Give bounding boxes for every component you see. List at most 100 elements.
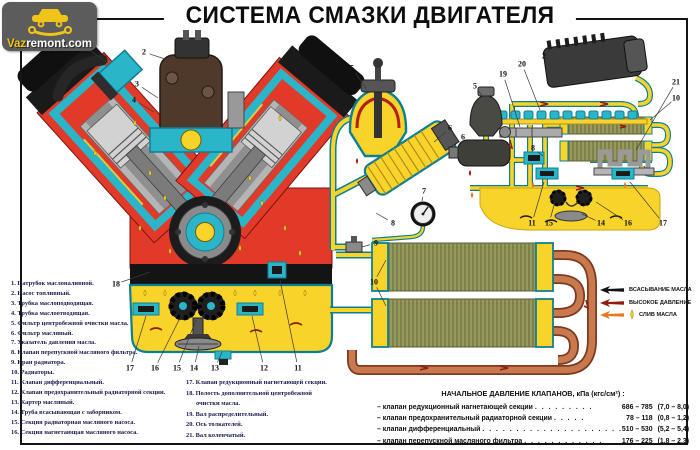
callout-leader-line [595,201,624,221]
callout-leader-line [138,102,155,113]
schematic-oil-filter [448,139,511,176]
parts-list-item: 11. Клапан дифференциальный. [11,379,104,387]
site-logo[interactable]: Vazremont.com [2,2,97,51]
pressure-table-row: – клапан дифференциальный. . . . . . . .… [377,424,689,435]
callout-leader-line [178,319,197,363]
pressure-row-value: 686 – 785 [621,404,653,411]
callout-leader-line [478,90,484,98]
callout-number: 14 [597,219,605,228]
radiator-core-bottom [371,298,554,348]
pressure-row-alt-value: (0,8 – 1,2) [657,415,689,423]
pressure-row-dots: . . . . . . . . . . . . [524,437,603,445]
callout-leader-line [533,181,545,218]
legend-row: ВЫСОКОЕ ДАВЛЕНИЕ [599,297,695,310]
callout-leader-line [537,151,544,157]
parts-list-item: 2. Насос топливный. [11,289,71,297]
parts-list-item: 21. Вал коленчатый. [186,431,246,439]
pressure-row-dots: . . . . . . . . . . . . . . . . . . . . … [482,426,622,434]
schematic-radiator [559,116,674,177]
pressure-gauge [371,201,436,243]
parts-list-item: 16. Секция нагнетающая масляного насоса. [11,428,138,436]
parts-list-item: 4. Трубка маслоотводящая. [11,309,90,317]
callout-number: 8 [531,144,535,153]
pressure-table-title: НАЧАЛЬНОЕ ДАВЛЕНИЕ КЛАПАНОВ, кПа (кгс/см… [441,389,625,398]
suction-strainer [174,317,222,351]
parts-list-item: 12. Клапан предохранительный радиаторной… [11,388,166,396]
callout-number: 7 [422,187,426,196]
callout-leader-line [141,87,159,99]
callout-leader-line [504,79,521,128]
pressure-row-alt-value: (1,8 – 2,3) [657,437,689,445]
pressure-row-alt-value: (5,2 – 5,4) [657,426,689,434]
callout-number: 20 [518,60,526,69]
parts-list-item: 8. Клапан перепускной масляного фильтра. [11,349,138,357]
pressure-row-value: 510 – 530 [621,426,653,434]
callout-leader-line [421,196,424,202]
callout-leader-line [376,287,387,307]
callout-number: 12 [260,364,268,373]
callout-leader-line [251,315,263,363]
parts-list-item: 9. Кран радиатора. [11,359,66,367]
callout-leader-line [376,259,387,277]
callout-number: 21 [672,78,680,87]
centrifugal-filter [348,58,408,164]
callout-number: 19 [499,70,507,79]
callout-number: 5 [473,82,477,91]
flow-arrows [149,322,303,333]
callout-leader-line [466,141,471,147]
callout-leader-line [635,86,674,151]
parts-list-item: 7. Указатель давления масла. [11,339,96,347]
callout-number: 10 [672,94,680,103]
callout-number: 16 [624,219,632,228]
pressure-table-row: – клапан предохранительный радиаторной с… [377,413,689,424]
legend-row: СЛИВ МАСЛА [599,309,695,322]
pressure-row-label: – клапан предохранительный радиаторной с… [377,415,552,423]
pressure-row-value: 176 – 225 [621,437,653,445]
legend-row: ВСАСЫВАНИЕ МАСЛА [599,284,695,297]
oil-drop-icon [630,310,634,320]
callout-leader-line [194,345,200,363]
callout-leader-line [550,201,556,218]
callout-leader-line [361,244,371,248]
pressure-row-label: – клапан дифференциальный [377,426,481,434]
pressure-row-dots: . . . . . [554,415,585,423]
parts-list-left: 1. Патрубок маслоналивной.2. Насос топли… [11,279,183,438]
pressure-row-label: – клапан перепускной масляного фильтра [377,437,523,445]
callout-leader-line [149,53,169,61]
logo-text: Vazremont.com [7,38,93,50]
parts-list-item: 10. Радиаторы. [11,369,55,377]
callout-leader-line [523,69,541,111]
callout-number: 13 [211,364,219,373]
callout-number: 11 [528,219,536,228]
callout-number: 2 [142,48,146,57]
parts-list-item: 14. Труба всасывающая с заборником. [11,408,122,416]
callout-leader-line [279,279,298,363]
callout-leader-line [433,131,446,143]
callout-leader-line [549,57,563,63]
oil-filter [357,119,460,197]
oil-filler-neck [90,49,144,101]
callout-number: 9 [374,239,378,248]
callout-number: 3 [135,80,139,89]
schematic-diagram [448,32,674,231]
callout-number: 16 [151,364,159,373]
callout-number: 10 [370,278,378,287]
callout-leader-line [375,212,389,221]
crankshaft [169,196,241,268]
parts-list-item: 6. Фильтр масляный. [11,329,73,337]
parts-list-item: 19. Вал распределительный. [186,410,269,418]
callout-number: 18 [112,280,120,289]
parts-list-item: 13. Картер масляный. [11,398,75,406]
callout-number: 8 [391,219,395,228]
callout-leader-line [629,181,660,219]
parts-list-item: 20. Ось толкателей. [186,421,243,429]
callout-leader-line [121,271,151,283]
oil-radiator [347,242,597,375]
pressure-row-dots: . . . . . . . . . [534,404,593,411]
flow-arrow-icon [600,311,624,320]
callout-number: 14 [190,364,198,373]
